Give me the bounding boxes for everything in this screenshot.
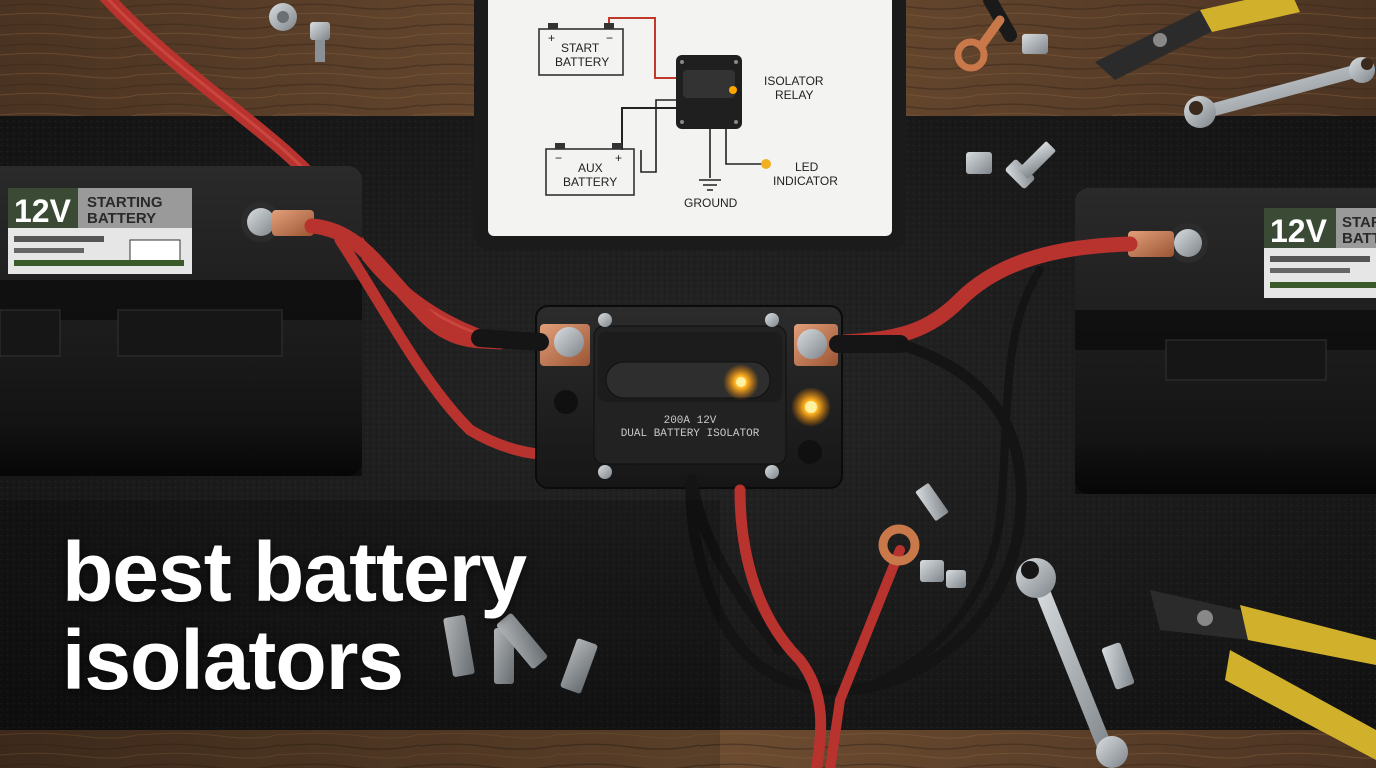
title-line-1: best battery [62, 525, 527, 619]
crimper-tool-top [1095, 0, 1300, 80]
svg-text:BATT: BATT [1342, 230, 1376, 247]
led-indicator-label-2: INDICATOR [773, 174, 838, 188]
red-cable-bottom [734, 484, 827, 768]
wiring-diagram: + − START BATTERY ISOLATOR RELAY − + AUX… [538, 17, 838, 210]
wrench-bottom [1016, 558, 1128, 768]
svg-text:200A 12V: 200A 12V [664, 415, 717, 427]
ring-terminal-bottom [878, 524, 920, 566]
svg-text:−: − [555, 151, 562, 165]
svg-text:STARTING: STARTING [87, 194, 163, 211]
dual-battery-isolator: 200A 12V DUAL BATTERY ISOLATOR [535, 305, 843, 489]
svg-text:12V: 12V [1270, 213, 1328, 249]
right-battery: 12V STAR BATT [1075, 188, 1376, 494]
svg-text:12V: 12V [14, 193, 72, 229]
svg-text:+: + [615, 151, 622, 165]
start-battery-box [538, 28, 624, 76]
aux-battery-label-1: AUX [578, 161, 603, 175]
led-indicator-symbol [761, 159, 771, 169]
start-battery-label-2: BATTERY [555, 55, 609, 69]
page-title: best battery isolators [62, 525, 527, 707]
ground-label: GROUND [684, 196, 738, 210]
right-battery-label: 12V STAR BATT [1264, 208, 1376, 298]
isolator-relay-label-1: ISOLATOR [764, 74, 824, 88]
wrench-top [1184, 57, 1375, 128]
left-battery-label: 12V STARTING BATTERY [8, 188, 192, 274]
svg-text:BATTERY: BATTERY [87, 210, 156, 227]
bolt-icon [269, 3, 1048, 62]
aux-battery-label-2: BATTERY [563, 175, 617, 189]
aux-battery-box [545, 148, 635, 196]
isolator-relay-label-2: RELAY [775, 88, 813, 102]
svg-text:STAR: STAR [1342, 214, 1376, 231]
start-battery-label-1: START [561, 41, 600, 55]
crimper-tool-bottom [1150, 590, 1376, 760]
led-indicator-label-1: LED [795, 160, 819, 174]
ring-terminal-top [954, 0, 1017, 72]
diagram-minus-sign: − [606, 31, 613, 45]
left-battery: 12V STARTING BATTERY [0, 166, 362, 476]
loose-bolts [443, 141, 1135, 694]
title-line-2: isolators [62, 613, 404, 707]
svg-text:DUAL BATTERY ISOLATOR: DUAL BATTERY ISOLATOR [621, 428, 760, 440]
diagram-plus-sign: + [548, 31, 555, 45]
